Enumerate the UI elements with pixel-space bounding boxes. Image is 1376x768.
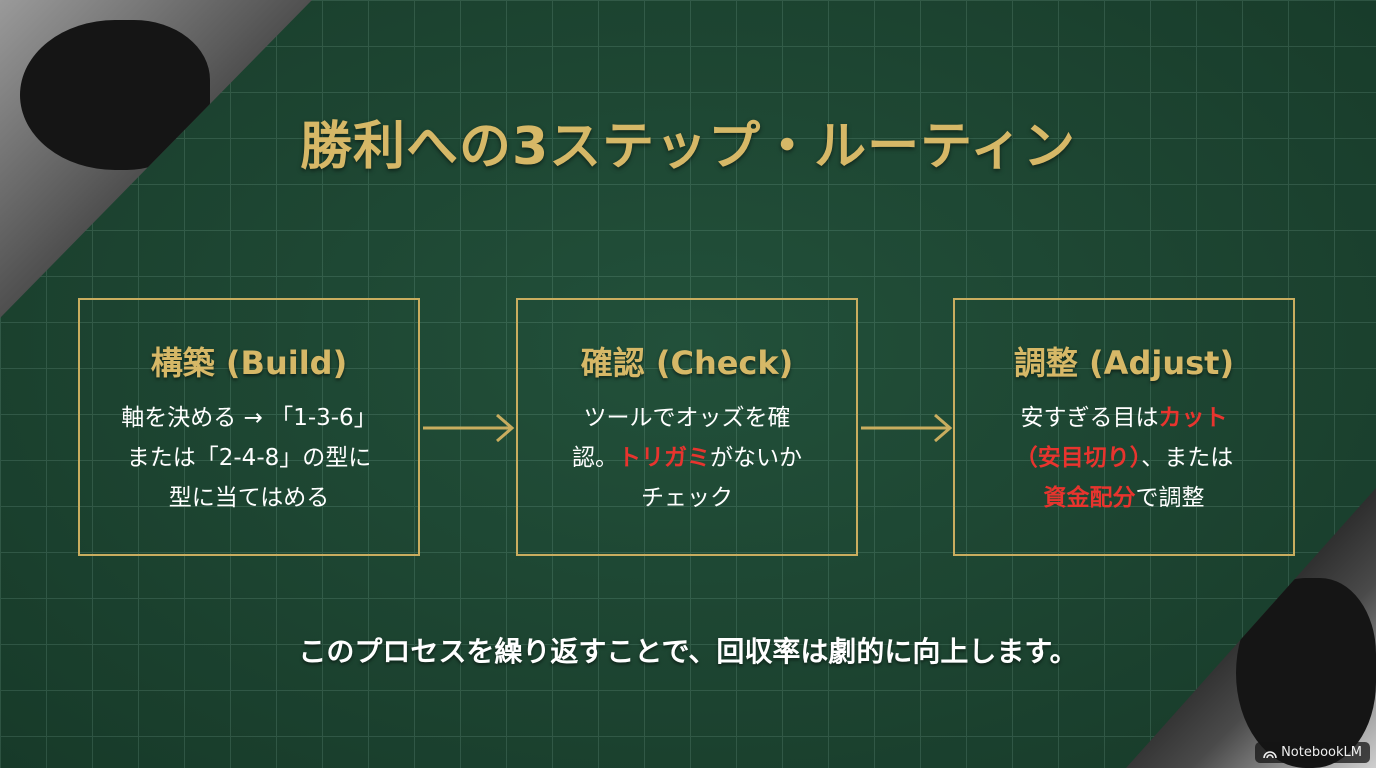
step-highlight: カット [1158, 405, 1228, 431]
step-box-build: 構築 (Build) 軸を決める → 「1-3-6」 または「2-4-8」の型に… [78, 298, 420, 556]
step-box-adjust: 調整 (Adjust) 安すぎる目はカット （安目切り）、または 資金配分で調整 [953, 298, 1295, 556]
step-highlight: （安目切り） [1014, 445, 1142, 471]
step-box-check: 確認 (Check) ツールでオッズを確 認。トリガミがないか チェック [516, 298, 858, 556]
step-heading: 確認 (Check) [580, 344, 794, 382]
step-heading: 構築 (Build) [150, 344, 348, 382]
arrow-right-icon [423, 413, 515, 443]
step-highlight: 資金配分 [1043, 485, 1136, 511]
step-text: 認。 [572, 445, 618, 471]
step-text: チェック [641, 485, 733, 511]
notebooklm-badge: NotebookLM [1255, 742, 1370, 763]
notebooklm-logo-icon [1263, 750, 1277, 758]
step-text: 、または [1141, 445, 1234, 471]
step-text: ツールでオッズを確 [583, 405, 791, 431]
step-highlight: トリガミ [618, 445, 710, 471]
arrow-right-icon [861, 413, 953, 443]
badge-label: NotebookLM [1281, 745, 1362, 760]
step-text: または「2-4-8」の型に [126, 445, 372, 471]
step-text: 軸を決める → 「1-3-6」 [121, 405, 377, 431]
step-heading: 調整 (Adjust) [1013, 344, 1235, 382]
step-text: がないか [710, 445, 802, 471]
step-text: 型に当てはめる [168, 485, 330, 511]
step-text: で調整 [1135, 485, 1205, 511]
step-text: 安すぎる目は [1020, 405, 1159, 431]
slide-title: 勝利への3ステップ・ルーティン [299, 117, 1077, 177]
summary-text: このプロセスを繰り返すことで、回収率は劇的に向上します。 [298, 635, 1078, 668]
